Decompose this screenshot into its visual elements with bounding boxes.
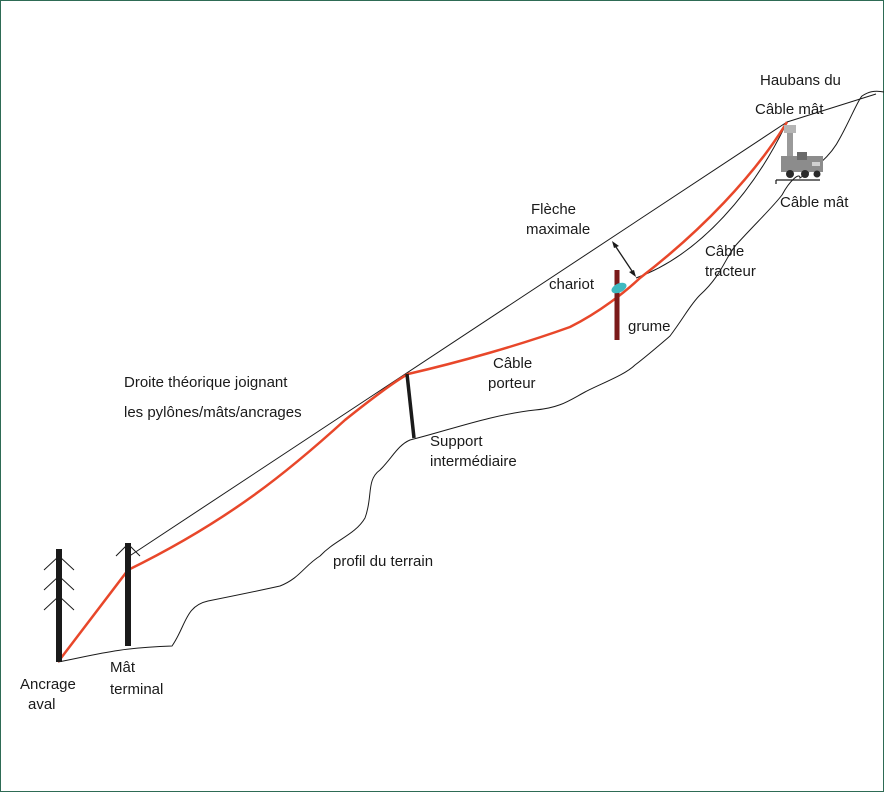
- label-cable-mat: Câble mât: [780, 194, 849, 211]
- label-support-2: intermédiaire: [430, 453, 517, 470]
- label-ancrage-2: aval: [28, 696, 56, 713]
- label-cable-porteur-1: Câble: [493, 355, 532, 372]
- label-fleche-1: Flèche: [531, 201, 576, 218]
- double-arrow-icon: [612, 241, 636, 277]
- label-haubans-2: Câble mât: [755, 101, 824, 118]
- label-fleche-2: maximale: [526, 221, 590, 238]
- label-chariot: chariot: [549, 276, 595, 293]
- label-droite-1: Droite théorique joignant: [124, 374, 288, 391]
- label-cable-tracteur-2: tracteur: [705, 263, 756, 280]
- conifer-tree-icon: [43, 549, 75, 662]
- label-droite-2: les pylônes/mâts/ancrages: [124, 404, 302, 421]
- carrying-cable: [57, 121, 789, 663]
- guy-line: [786, 93, 877, 123]
- label-cable-tracteur-1: Câble: [705, 243, 744, 260]
- label-profil: profil du terrain: [333, 553, 433, 570]
- intermediate-support: [405, 373, 416, 439]
- label-cable-porteur-2: porteur: [488, 375, 536, 392]
- terrain-profile: [57, 90, 884, 663]
- carriage-chariot: [611, 282, 627, 294]
- label-support-1: Support: [430, 433, 483, 450]
- haul-cable: [635, 121, 788, 279]
- label-grume: grume: [628, 318, 671, 335]
- label-mat-terminal-2: terminal: [110, 681, 163, 698]
- theoretical-line: [127, 121, 788, 558]
- label-ancrage-1: Ancrage: [20, 676, 76, 693]
- terminal-mast-icon: [115, 543, 141, 646]
- label-haubans-1: Haubans du: [760, 72, 841, 89]
- yarder-ledge: [775, 179, 820, 184]
- tower-yarder-icon: [781, 125, 823, 178]
- label-mat-terminal-1: Mât: [110, 659, 136, 676]
